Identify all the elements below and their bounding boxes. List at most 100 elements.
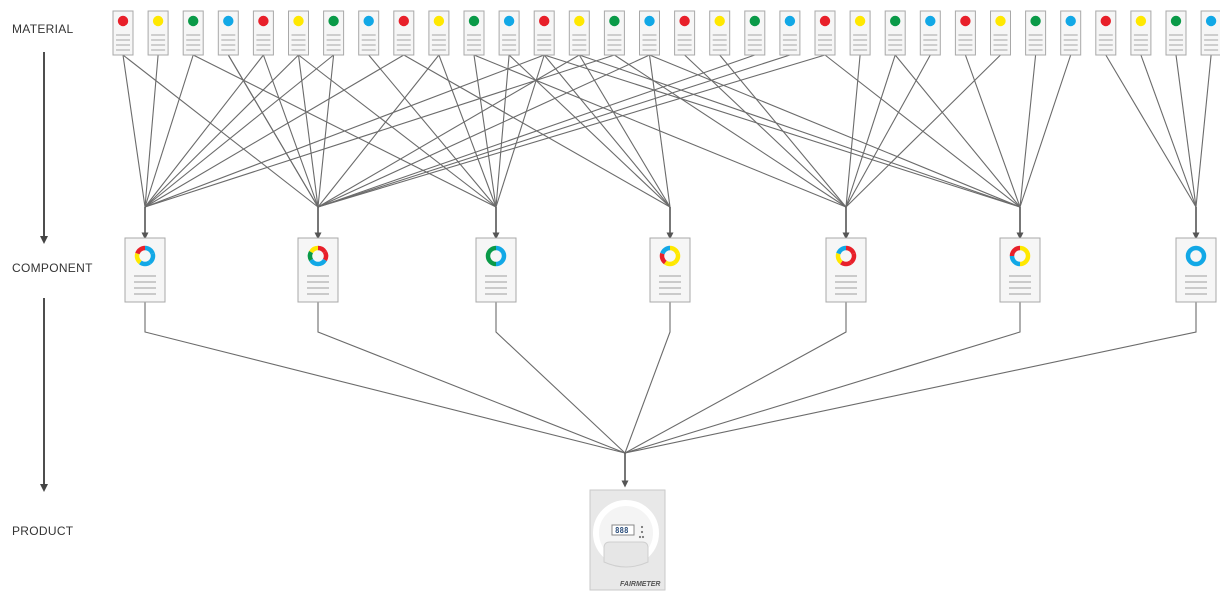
- material-dot-red: [258, 15, 269, 27]
- material-dot-yellow: [714, 15, 725, 27]
- component-card-7: [1175, 237, 1217, 303]
- material-dot-blue: [363, 15, 374, 27]
- component-ring-segment: [673, 252, 681, 265]
- component-ring-segment: [495, 245, 507, 257]
- material-link: [578, 54, 671, 208]
- material-link: [579, 54, 1021, 208]
- material-dot-red: [539, 15, 550, 27]
- material-dot-blue: [925, 15, 936, 27]
- material-card-17: [674, 10, 696, 56]
- component-ring-segment: [322, 250, 329, 262]
- component-ring-segment: [317, 245, 327, 254]
- level-label-component: COMPONENT: [12, 261, 93, 275]
- material-link: [262, 54, 319, 208]
- material-card-10: [428, 10, 450, 56]
- material-dot-green: [609, 15, 620, 27]
- material-card-21: [814, 10, 836, 56]
- material-link: [1019, 54, 1072, 208]
- material-dot-blue: [503, 15, 515, 27]
- component-ring-segment: [134, 252, 142, 265]
- product-indicator-dot: [640, 525, 644, 529]
- product-display: [611, 524, 635, 536]
- material-link: [1019, 54, 1037, 208]
- material-link: [495, 54, 510, 208]
- material-link: [614, 54, 847, 208]
- material-link: [684, 54, 847, 208]
- component-ring-segment: [485, 245, 497, 257]
- material-link: [403, 54, 671, 208]
- product-brand: FAIRMETER: [620, 581, 660, 588]
- material-card-8: [358, 10, 380, 56]
- material-card-31: [1165, 10, 1187, 56]
- material-link: [1175, 54, 1197, 208]
- material-card-19: [744, 10, 766, 56]
- product-indicator-dot: [640, 530, 644, 534]
- material-link: [473, 54, 847, 208]
- component-card-5: [825, 237, 867, 303]
- material-links: [122, 54, 1212, 240]
- material-card-20: [779, 10, 801, 56]
- material-dot-red: [117, 15, 129, 27]
- material-link: [824, 54, 1021, 208]
- material-dot-yellow: [293, 15, 304, 27]
- material-dot-green: [1170, 15, 1182, 27]
- material-card-2: [147, 10, 169, 56]
- material-dot-green: [328, 15, 339, 27]
- component-ring-segment: [317, 258, 327, 267]
- material-link: [298, 54, 497, 208]
- component-ring-segment: [1019, 255, 1031, 267]
- component-card-3: [475, 237, 517, 303]
- material-link: [1105, 54, 1197, 208]
- material-dot-blue: [1205, 15, 1217, 27]
- component-card-6: [999, 237, 1041, 303]
- component-ring-segment: [660, 245, 671, 255]
- material-card-23: [884, 10, 906, 56]
- material-card-11: [463, 10, 485, 56]
- material-card-25: [954, 10, 976, 56]
- component-ring-segment: [836, 245, 847, 255]
- material-card-32: [1200, 10, 1220, 56]
- component-link: [624, 302, 1021, 454]
- material-dot-red: [398, 15, 409, 27]
- material-card-6: [288, 10, 309, 56]
- material-link: [192, 54, 497, 208]
- material-link: [649, 54, 1021, 208]
- material-card-12: [498, 10, 520, 56]
- component-ring-segment: [1009, 255, 1021, 267]
- material-card-4: [217, 10, 239, 56]
- material-link: [122, 54, 146, 208]
- component-ring-segment: [495, 255, 507, 267]
- material-link: [317, 54, 440, 208]
- material-card-29: [1095, 10, 1117, 56]
- component-link: [624, 302, 1197, 454]
- material-dot-green: [188, 15, 199, 27]
- component-ring-segment: [309, 245, 319, 254]
- product-cover: [603, 541, 649, 568]
- component-card-frame: [1175, 237, 1217, 303]
- component-ring-segment: [835, 252, 843, 265]
- material-dot-red: [679, 15, 690, 27]
- material-card-9: [393, 10, 415, 56]
- material-card-15: [603, 10, 625, 56]
- component-ring-segment: [485, 255, 497, 267]
- material-dot-yellow: [854, 15, 866, 27]
- component-ring-segment: [849, 252, 857, 265]
- material-dot-yellow: [152, 15, 164, 27]
- materials-row: [112, 10, 1220, 56]
- component-link: [144, 302, 626, 454]
- component-card-1: [124, 237, 166, 303]
- material-link: [964, 54, 1021, 208]
- component-card-4: [649, 237, 691, 303]
- material-link: [144, 54, 194, 208]
- material-dot-red: [960, 15, 971, 27]
- material-dot-blue: [784, 15, 796, 27]
- component-ring-segment: [1185, 245, 1207, 267]
- material-dot-yellow: [1135, 15, 1147, 27]
- material-link: [317, 54, 335, 208]
- material-link: [122, 54, 319, 208]
- material-link: [845, 54, 896, 208]
- material-link: [543, 54, 671, 208]
- material-dot-green: [890, 15, 901, 27]
- component-ring-segment: [839, 260, 853, 267]
